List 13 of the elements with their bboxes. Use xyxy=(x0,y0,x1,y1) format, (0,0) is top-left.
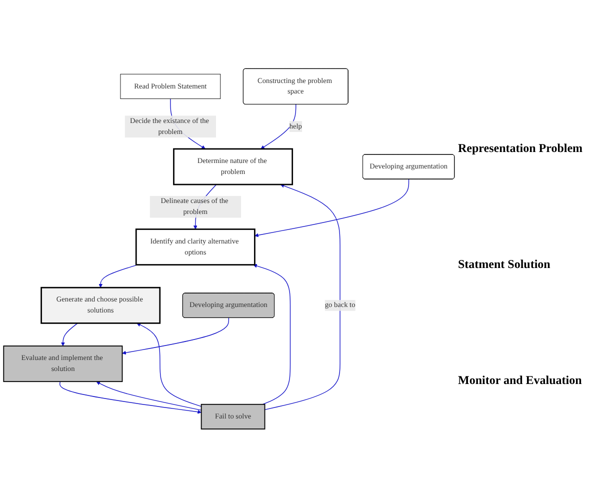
stage-label: Monitor and Evaluation xyxy=(458,372,583,388)
arrow xyxy=(59,381,202,414)
arrow xyxy=(260,104,296,150)
arrow xyxy=(254,179,410,238)
arrow xyxy=(96,382,202,411)
arrow xyxy=(253,264,291,405)
arrow xyxy=(264,184,340,410)
arrow xyxy=(122,318,230,355)
arrow xyxy=(60,323,78,346)
stage-label: Representation Problem xyxy=(458,140,584,156)
stage-label: Statment Solution xyxy=(458,256,552,272)
arrow xyxy=(136,323,202,407)
arrow xyxy=(98,264,138,288)
